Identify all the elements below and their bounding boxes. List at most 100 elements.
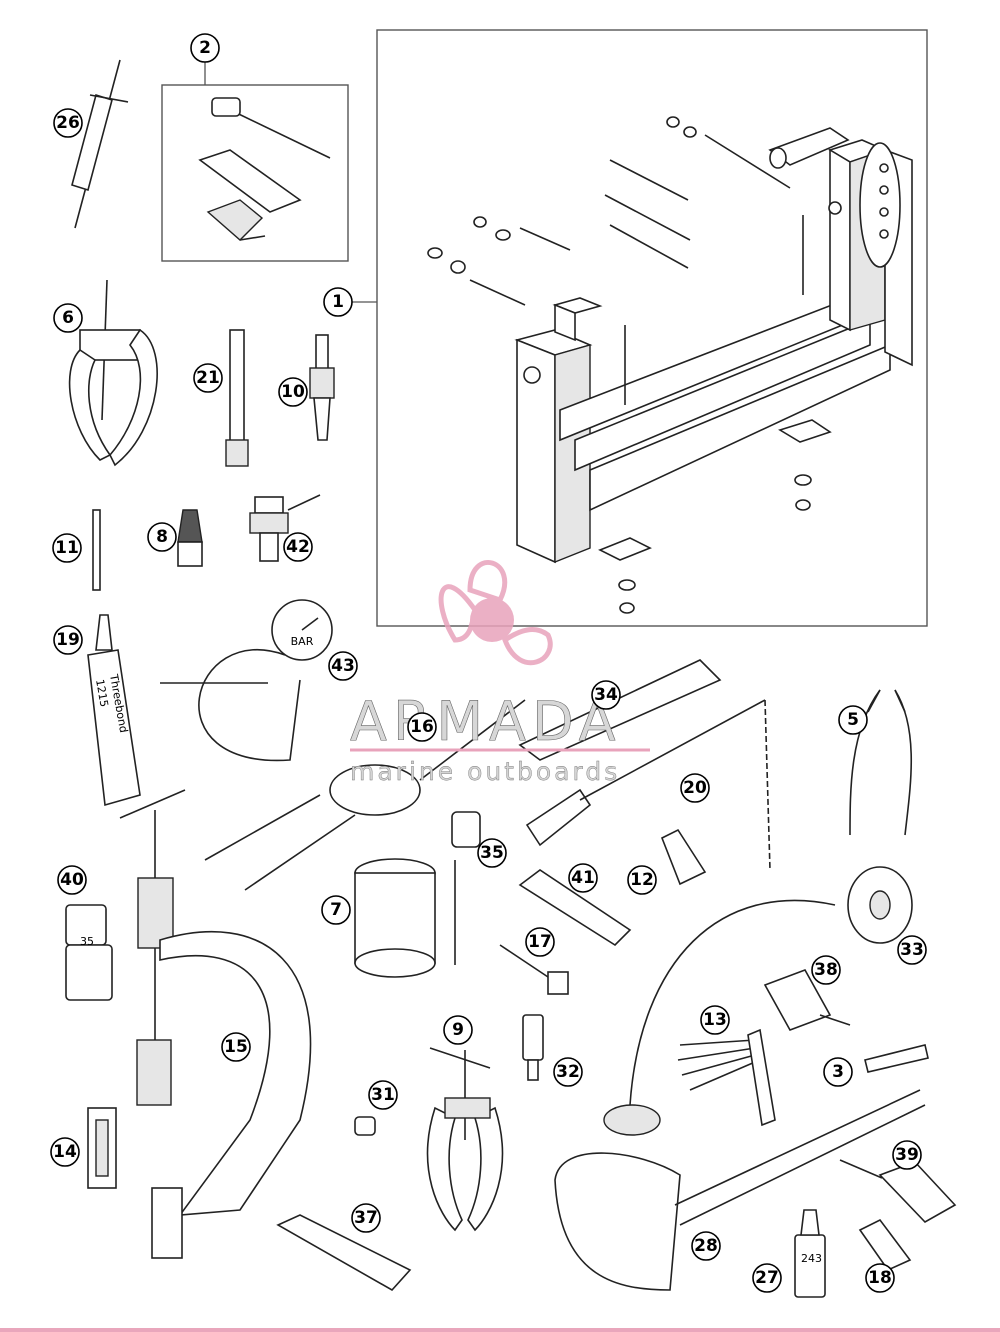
callout-9: 9	[443, 1015, 473, 1045]
svg-text:34: 34	[594, 685, 618, 705]
tool-17	[499, 944, 569, 995]
bottle-27: 243	[794, 1209, 826, 1298]
tool-16	[204, 699, 526, 891]
svg-text:9: 9	[452, 1020, 464, 1040]
tube-code-label: 1215	[93, 678, 111, 708]
callout-3: 3	[823, 1057, 853, 1087]
armada-watermark: ARMADA marine outboards	[350, 559, 650, 786]
svg-text:26: 26	[56, 113, 80, 133]
tool-10	[309, 334, 335, 441]
tool-35	[451, 811, 481, 848]
ring-compressor-7	[354, 858, 456, 978]
tool-39	[839, 1159, 957, 1224]
svg-text:3: 3	[832, 1062, 844, 1082]
bottle-code-label: 243	[801, 1252, 822, 1265]
socket-40: 35	[65, 904, 113, 1001]
svg-text:42: 42	[286, 537, 310, 557]
engine-stand-group	[352, 29, 928, 627]
callout-layer: 1 2 3 5 6 7 8 9 10 11 12 13 14 15 16 17 …	[50, 33, 927, 1293]
strap-wrench-28	[554, 1089, 926, 1291]
callout-27: 27	[752, 1263, 782, 1293]
svg-text:6: 6	[62, 308, 74, 328]
svg-text:2: 2	[199, 38, 211, 58]
slide-hammer-15	[119, 789, 312, 1259]
tool-12	[660, 828, 707, 886]
tool-21	[225, 329, 249, 467]
engine-stand-frame-box	[376, 29, 928, 627]
callout-12: 12	[627, 865, 657, 895]
feeler-gauge-13	[677, 1028, 776, 1127]
svg-text:33: 33	[900, 940, 924, 960]
svg-text:15: 15	[224, 1037, 248, 1057]
watermark-title: ARMADA	[350, 690, 622, 753]
tool-42	[249, 494, 321, 562]
callout-41: 41	[568, 863, 598, 893]
gear-puller-6	[68, 279, 158, 467]
tool-18	[858, 1218, 912, 1272]
engine-stand-drawing	[427, 116, 913, 614]
tool-31	[354, 1116, 376, 1136]
callout-43: 43	[328, 651, 358, 681]
tool-37	[276, 1214, 412, 1292]
callout-14: 14	[50, 1137, 80, 1167]
tool-38	[763, 969, 851, 1031]
callout-34: 34	[591, 680, 621, 710]
callout-31: 31	[368, 1080, 398, 1110]
svg-text:39: 39	[895, 1145, 919, 1165]
socket-size-label: 35	[80, 935, 94, 948]
callout-15: 15	[221, 1032, 251, 1062]
callout-28: 28	[691, 1231, 721, 1261]
callout-16: 16	[407, 712, 437, 742]
svg-text:37: 37	[354, 1208, 378, 1228]
svg-text:38: 38	[814, 960, 838, 980]
callout-13: 13	[700, 1005, 730, 1035]
callout-42: 42	[283, 532, 313, 562]
svg-text:5: 5	[847, 710, 859, 730]
callout-2: 2	[190, 33, 220, 63]
callout-18: 18	[865, 1263, 895, 1293]
circlip-pliers-5	[849, 689, 912, 836]
svg-text:27: 27	[755, 1268, 779, 1288]
syringe-26	[71, 59, 129, 229]
svg-text:32: 32	[556, 1062, 580, 1082]
svg-text:14: 14	[53, 1142, 77, 1162]
threebond-tube-19: Threebond 1215	[87, 614, 141, 807]
callout-32: 32	[553, 1057, 583, 1087]
callout-35: 35	[477, 838, 507, 868]
svg-text:8: 8	[156, 527, 168, 547]
callout-5: 5	[838, 705, 868, 735]
tool-2-group	[161, 60, 349, 262]
callout-20: 20	[680, 773, 710, 803]
tool-9-puller	[426, 1047, 504, 1232]
svg-text:16: 16	[410, 717, 434, 737]
svg-text:7: 7	[330, 900, 342, 920]
svg-text:1: 1	[332, 292, 344, 312]
tool-34	[518, 659, 722, 761]
svg-text:35: 35	[480, 843, 504, 863]
tool-3	[864, 1044, 929, 1073]
pressure-gauge-43: BAR	[160, 599, 333, 762]
svg-text:10: 10	[281, 382, 305, 402]
callout-1: 1	[323, 287, 353, 317]
callout-33: 33	[897, 935, 927, 965]
tool-32	[522, 1014, 544, 1081]
tool-14	[87, 1107, 117, 1189]
callout-26: 26	[53, 108, 83, 138]
tool-11	[92, 509, 101, 591]
svg-text:18: 18	[868, 1268, 892, 1288]
callout-40: 40	[57, 865, 87, 895]
callout-38: 38	[811, 955, 841, 985]
svg-text:19: 19	[56, 630, 80, 650]
svg-text:28: 28	[694, 1236, 718, 1256]
svg-text:43: 43	[331, 656, 355, 676]
callout-21: 21	[193, 363, 223, 393]
svg-text:21: 21	[196, 368, 220, 388]
svg-text:13: 13	[703, 1010, 727, 1030]
callout-19: 19	[53, 625, 83, 655]
callout-11: 11	[52, 533, 82, 563]
svg-text:12: 12	[630, 870, 654, 890]
propeller-logo-icon	[438, 559, 553, 666]
svg-text:20: 20	[683, 778, 707, 798]
tool-41	[518, 869, 632, 947]
